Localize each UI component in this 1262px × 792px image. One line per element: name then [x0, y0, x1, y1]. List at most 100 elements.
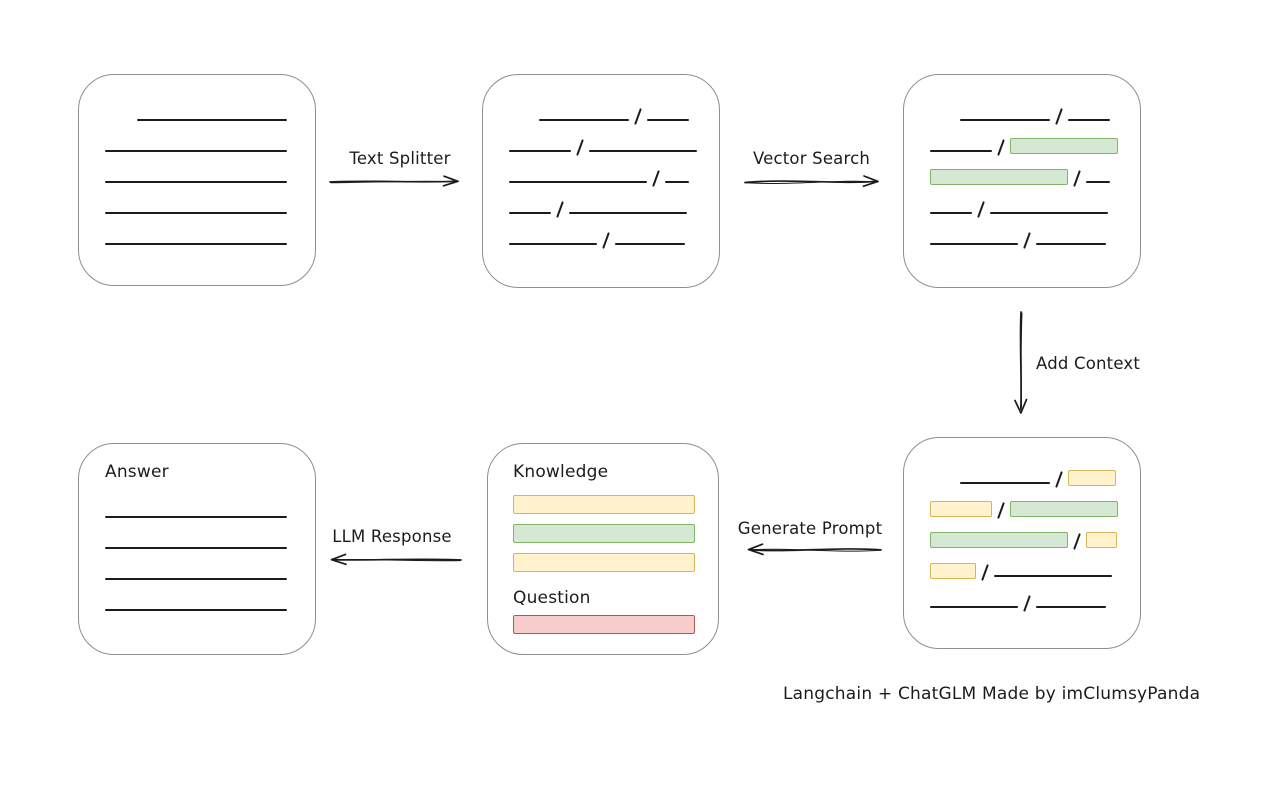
- answer-lines: [79, 486, 315, 611]
- yellow-highlight-chunk: [930, 563, 976, 579]
- text-splitter-arrow-icon: [329, 175, 459, 187]
- text-line: [105, 547, 287, 549]
- chunk-row: [960, 466, 1116, 488]
- slash-separator: [634, 108, 642, 125]
- slash-separator: [1055, 108, 1063, 125]
- text-splitter-label: Text Splitter: [349, 149, 451, 168]
- chunk-row: [930, 559, 1116, 581]
- chunk-row: [509, 165, 695, 187]
- chunk-row: [105, 134, 291, 152]
- llm-response-arrow-icon: [330, 553, 462, 566]
- text-line: [137, 119, 287, 121]
- generate-prompt-label: Generate Prompt: [737, 519, 883, 538]
- diagram-caption: Langchain + ChatGLM Made by imClumsyPand…: [783, 684, 1201, 704]
- text-line: [569, 212, 687, 214]
- green-bar: [513, 524, 695, 543]
- slash-separator: [1073, 533, 1081, 550]
- text-line: [665, 181, 689, 183]
- vector-search-results-box: [903, 74, 1141, 288]
- slash-separator: [576, 139, 584, 156]
- text-line: [647, 119, 689, 121]
- text-line: [105, 150, 287, 152]
- text-line: [930, 606, 1018, 608]
- text-line: [960, 482, 1050, 484]
- slash-separator: [602, 232, 610, 249]
- llm-response-label: LLM Response: [332, 527, 452, 546]
- chunk-row: [539, 103, 695, 125]
- text-line: [539, 119, 629, 121]
- text-line: [990, 212, 1108, 214]
- chunk-row: [105, 227, 291, 245]
- text-line: [930, 150, 992, 152]
- slash-separator: [1023, 595, 1031, 612]
- slash-separator: [981, 564, 989, 581]
- chunk-row: [930, 528, 1117, 550]
- text-line: [589, 150, 697, 152]
- chunk-row: [509, 227, 695, 249]
- chunk-row: [105, 593, 291, 611]
- chunk-row: [137, 103, 291, 121]
- text-line: [1068, 119, 1110, 121]
- slash-separator: [1073, 170, 1081, 187]
- question-label: Question: [513, 588, 591, 608]
- yellow-bar: [513, 495, 695, 514]
- text-line: [509, 181, 647, 183]
- slash-separator: [997, 502, 1005, 519]
- search-result-lines: [904, 75, 1140, 249]
- knowledge-label: Knowledge: [513, 462, 609, 482]
- chunk-lines: [483, 75, 719, 249]
- chunk-row: [930, 196, 1116, 218]
- green-highlight-chunk: [1010, 501, 1118, 517]
- chunk-row: [930, 497, 1118, 519]
- text-line: [1036, 243, 1106, 245]
- chunk-row: [509, 134, 697, 156]
- chunk-row: [105, 165, 291, 183]
- text-line: [1036, 606, 1106, 608]
- chunk-row: [105, 531, 291, 549]
- text-line: [105, 516, 287, 518]
- chunk-row: [105, 500, 291, 518]
- text-line: [105, 609, 287, 611]
- chunk-row: [105, 196, 291, 214]
- text-line: [105, 578, 287, 580]
- green-highlight-chunk: [1010, 138, 1118, 154]
- yellow-highlight-chunk: [1068, 470, 1116, 486]
- document-box: [78, 74, 316, 286]
- chunk-row: [105, 562, 291, 580]
- chunk-row: [509, 196, 695, 218]
- slash-separator: [997, 139, 1005, 156]
- red-bar: [513, 615, 695, 634]
- vector-search-label: Vector Search: [752, 149, 871, 168]
- knowledge-bars: [513, 495, 695, 572]
- vector-search-arrow-icon: [744, 175, 879, 188]
- answer-label: Answer: [105, 462, 169, 482]
- add-context-arrow-icon: [1014, 311, 1028, 414]
- prompt-box: Knowledge Question: [487, 443, 719, 655]
- yellow-bar: [513, 553, 695, 572]
- text-line: [509, 212, 551, 214]
- text-chunks-box: [482, 74, 720, 288]
- generate-prompt-arrow-icon: [747, 543, 882, 556]
- slash-separator: [1055, 471, 1063, 488]
- yellow-highlight-chunk: [1086, 532, 1117, 548]
- green-highlight-chunk: [930, 532, 1068, 548]
- text-line: [930, 212, 972, 214]
- chunk-row: [930, 227, 1116, 249]
- chunk-row: [960, 103, 1116, 125]
- text-line: [105, 181, 287, 183]
- text-line: [1086, 181, 1110, 183]
- text-line: [509, 150, 571, 152]
- text-line: [615, 243, 685, 245]
- context-box: [903, 437, 1141, 649]
- question-bars: [513, 615, 695, 634]
- yellow-highlight-chunk: [930, 501, 992, 517]
- text-line: [105, 212, 287, 214]
- green-highlight-chunk: [930, 169, 1068, 185]
- text-line: [960, 119, 1050, 121]
- chunk-row: [930, 134, 1118, 156]
- document-lines: [79, 75, 315, 245]
- text-line: [930, 243, 1018, 245]
- slash-separator: [977, 201, 985, 218]
- answer-box: Answer: [78, 443, 316, 655]
